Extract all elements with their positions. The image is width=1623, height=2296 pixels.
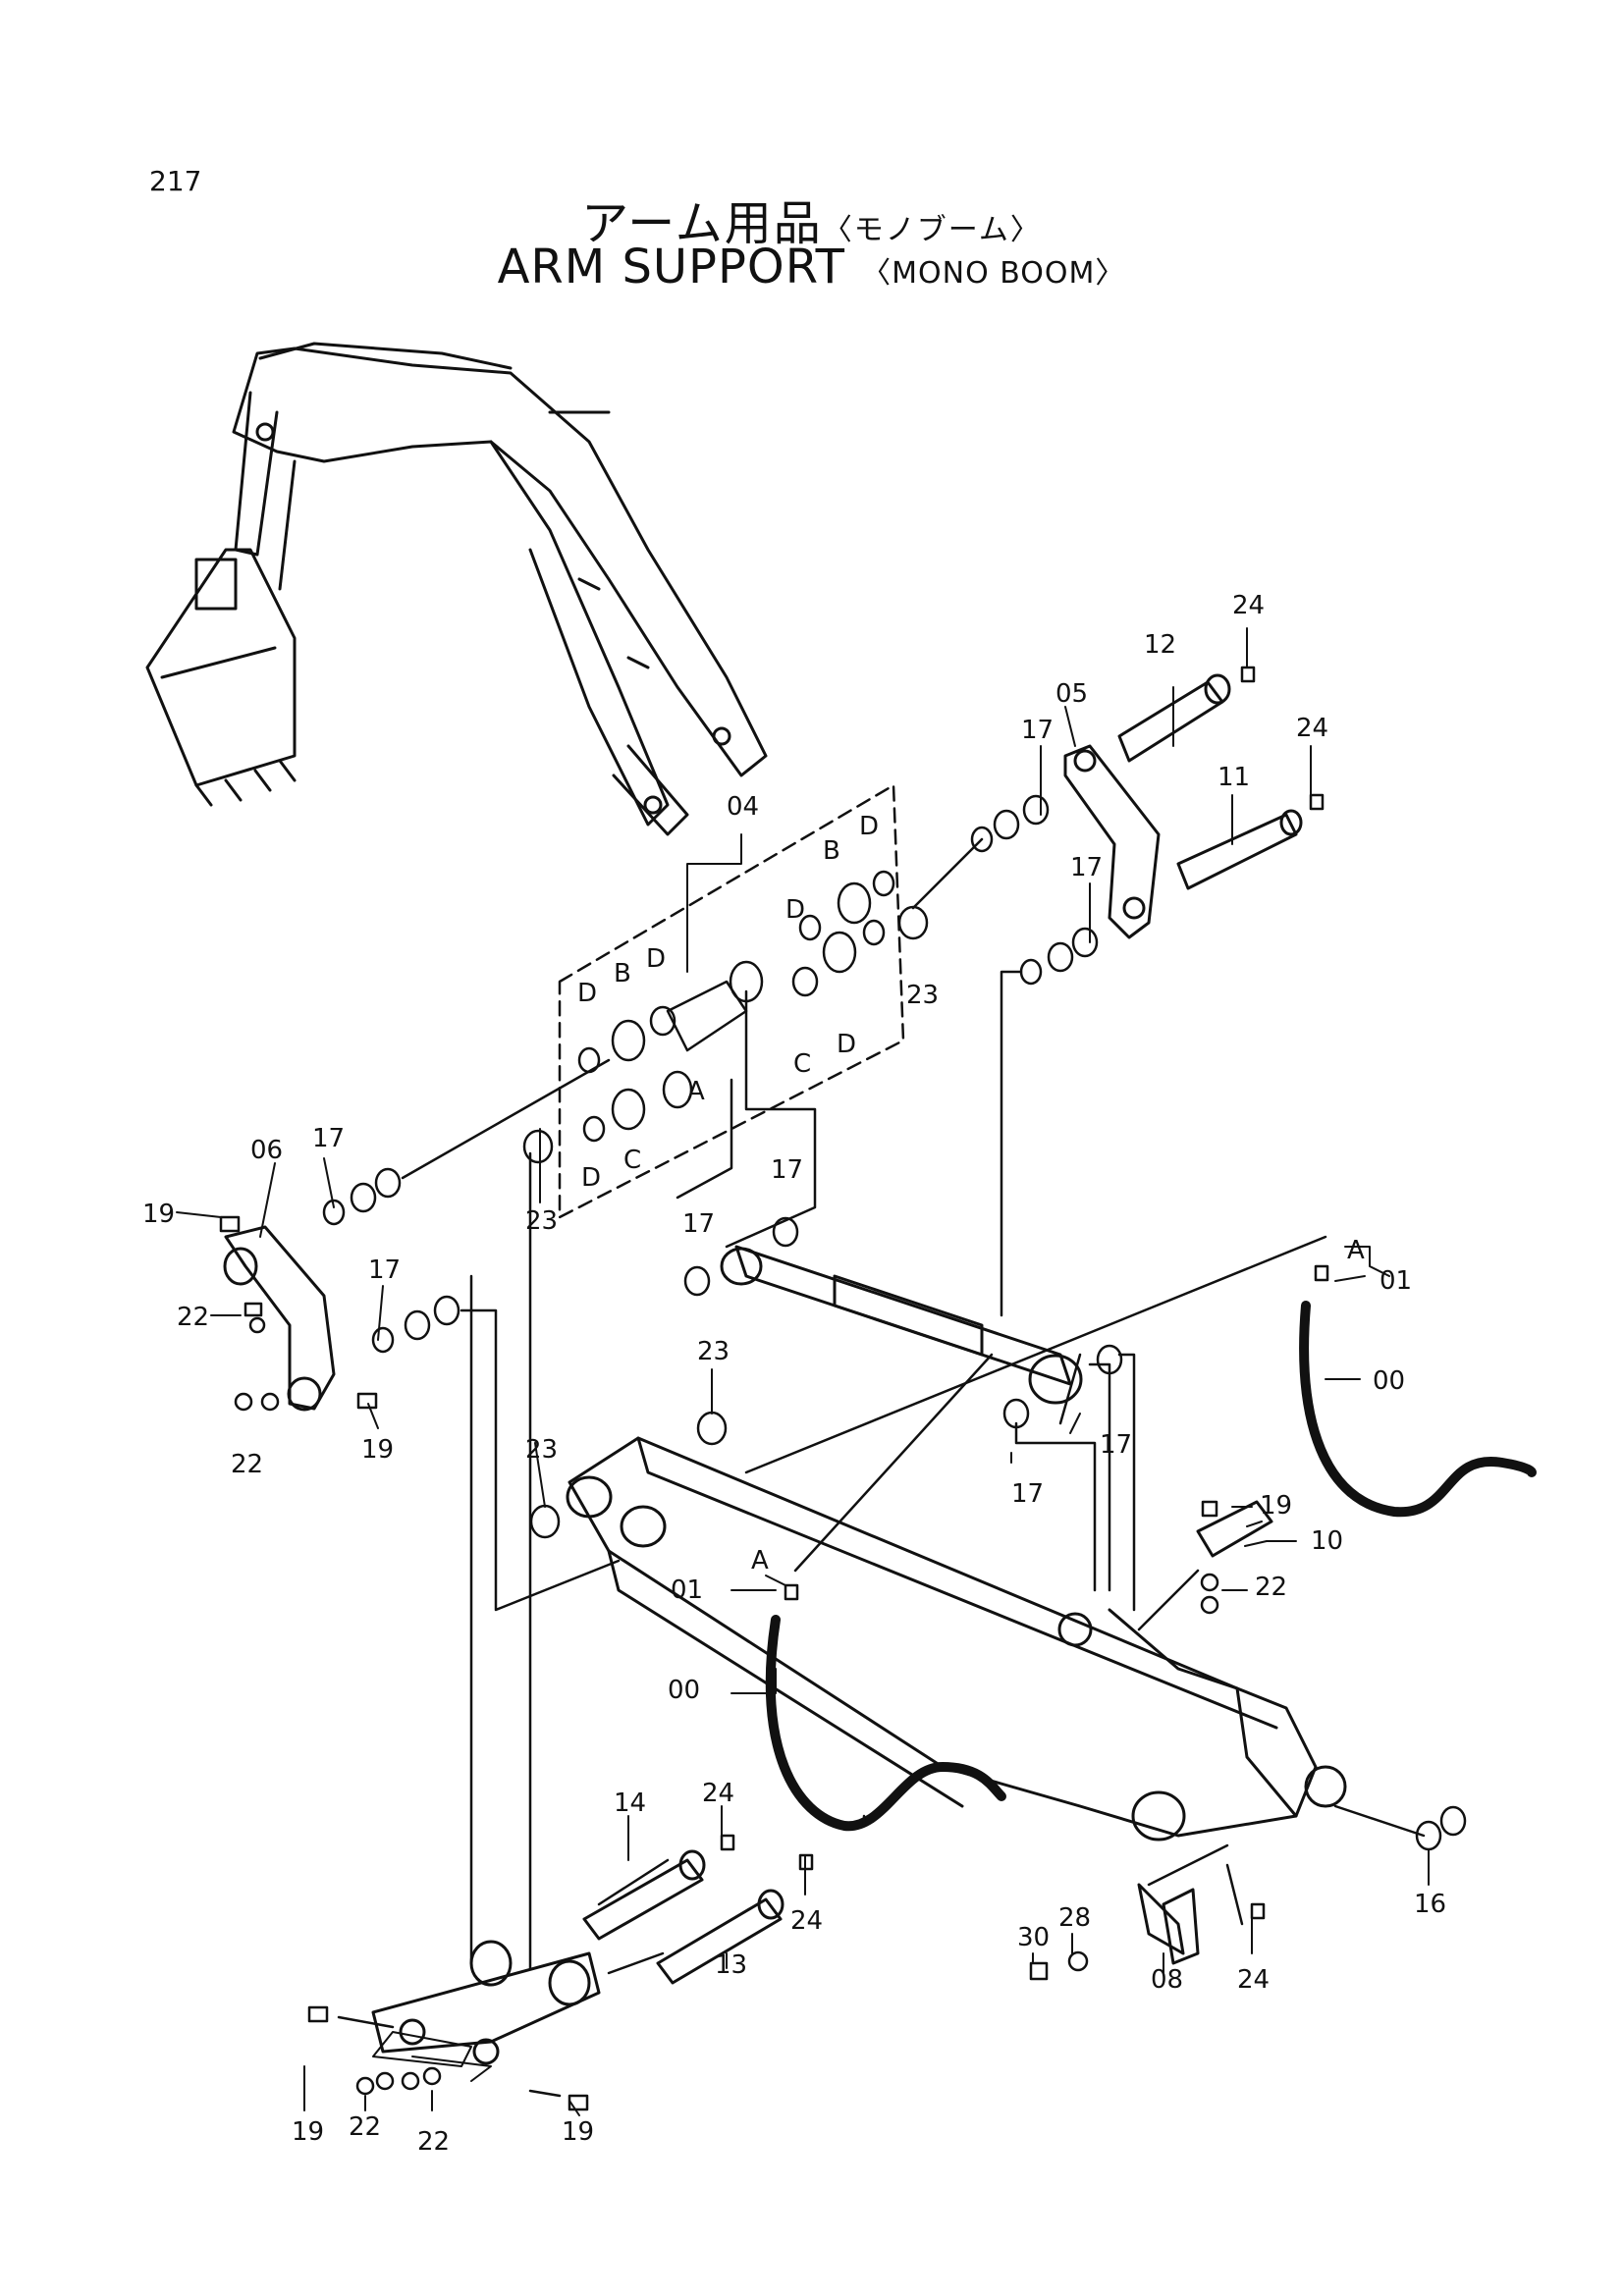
label-17-f: 17 xyxy=(771,1155,803,1185)
label-D-2: D xyxy=(646,944,666,974)
label-30: 30 xyxy=(1017,1923,1050,1952)
label-23-d: 23 xyxy=(525,1435,558,1465)
label-D-4: D xyxy=(785,895,805,925)
link-05 xyxy=(1063,744,1161,939)
label-B-1: B xyxy=(614,959,631,988)
label-23-b: 23 xyxy=(525,1206,558,1236)
pin-11 xyxy=(1176,809,1303,890)
label-24-b: 24 xyxy=(1296,714,1328,743)
label-12: 12 xyxy=(1144,630,1176,660)
bucket-link xyxy=(371,1940,601,2065)
part-labels: 04 05 06 11 12 24 24 24 24 24 17 17 17 1… xyxy=(142,591,1446,2157)
label-D-5: D xyxy=(859,812,879,841)
link-06 xyxy=(223,1225,336,1412)
label-24-e: 24 xyxy=(1237,1965,1270,1995)
page-number: 217 xyxy=(149,165,202,197)
label-23-c: 23 xyxy=(697,1337,730,1366)
label-24-a: 24 xyxy=(1232,591,1265,620)
kit-04-bushings xyxy=(577,870,895,1143)
pin-14 xyxy=(582,1849,706,1941)
label-A-b: A xyxy=(751,1546,769,1575)
title-english: ARM SUPPORT 〈MONO BOOM〉 xyxy=(0,240,1623,294)
label-19-e: 19 xyxy=(562,2117,594,2147)
label-19-a: 19 xyxy=(142,1200,175,1229)
label-17-a: 17 xyxy=(1021,716,1054,745)
label-22-c: 22 xyxy=(1255,1573,1287,1602)
pin-08 xyxy=(1137,1883,1200,1965)
label-24-c: 24 xyxy=(702,1779,734,1808)
title-en-main: ARM SUPPORT xyxy=(497,240,845,294)
label-19-b: 19 xyxy=(361,1435,394,1465)
arm-body xyxy=(566,1436,1347,1842)
label-04: 04 xyxy=(727,792,759,822)
bolts-and-nuts xyxy=(219,666,1329,2111)
label-19-d: 19 xyxy=(292,2117,324,2147)
label-00-a: 00 xyxy=(1373,1366,1405,1396)
label-13: 13 xyxy=(715,1950,747,1980)
label-D-3: D xyxy=(581,1163,601,1193)
label-17-e: 17 xyxy=(682,1209,715,1239)
label-22-a: 22 xyxy=(177,1303,209,1332)
label-01-a: 01 xyxy=(1380,1266,1412,1296)
label-05: 05 xyxy=(1055,679,1088,709)
label-22-b: 22 xyxy=(231,1450,263,1479)
pin-10 xyxy=(1196,1500,1273,1558)
label-16: 16 xyxy=(1414,1890,1446,1919)
label-19-c: 19 xyxy=(1260,1491,1292,1521)
label-A-c: A xyxy=(687,1077,705,1106)
label-17-b: 17 xyxy=(1070,853,1103,882)
title-en-sub: 〈MONO BOOM〉 xyxy=(861,256,1126,291)
arm-cylinder xyxy=(720,1245,1083,1405)
label-22-d: 22 xyxy=(349,2112,381,2142)
label-B-2: B xyxy=(823,836,840,866)
label-28: 28 xyxy=(1058,1903,1091,1933)
label-01-b: 01 xyxy=(671,1575,703,1605)
label-D-6: D xyxy=(837,1030,856,1059)
label-14: 14 xyxy=(614,1789,646,1818)
label-17-g: 17 xyxy=(1011,1479,1044,1509)
label-C-1: C xyxy=(623,1146,641,1175)
hose-00-right xyxy=(1299,1301,1537,1518)
label-A-a: A xyxy=(1347,1236,1365,1265)
label-24-d: 24 xyxy=(790,1906,823,1936)
pin-12 xyxy=(1117,673,1231,763)
label-22-e: 22 xyxy=(417,2127,450,2157)
pin-13 xyxy=(656,1889,784,1985)
excavator-overview-drawing xyxy=(145,342,768,836)
label-06: 06 xyxy=(250,1136,283,1165)
rings xyxy=(322,794,1467,1851)
hose-00-left xyxy=(765,1615,1006,1832)
label-17-h: 17 xyxy=(1100,1430,1132,1460)
label-10: 10 xyxy=(1311,1526,1343,1556)
label-00-b: 00 xyxy=(668,1676,700,1705)
title-japanese: アーム用品〈モノブーム〉 xyxy=(0,185,1623,253)
title-jp-sub: 〈モノブーム〉 xyxy=(822,213,1042,247)
label-17-d: 17 xyxy=(368,1255,401,1285)
connection-lines xyxy=(337,837,1426,2098)
label-D-1: D xyxy=(577,979,597,1008)
label-C-2: C xyxy=(793,1049,811,1079)
label-leaders xyxy=(176,627,1430,2116)
label-17-c: 17 xyxy=(312,1124,345,1153)
label-08: 08 xyxy=(1151,1965,1183,1995)
label-11: 11 xyxy=(1217,763,1250,792)
kit-04-box xyxy=(558,783,905,1219)
label-23-a: 23 xyxy=(906,981,939,1010)
title-jp-main: アーム用品 xyxy=(581,196,823,251)
